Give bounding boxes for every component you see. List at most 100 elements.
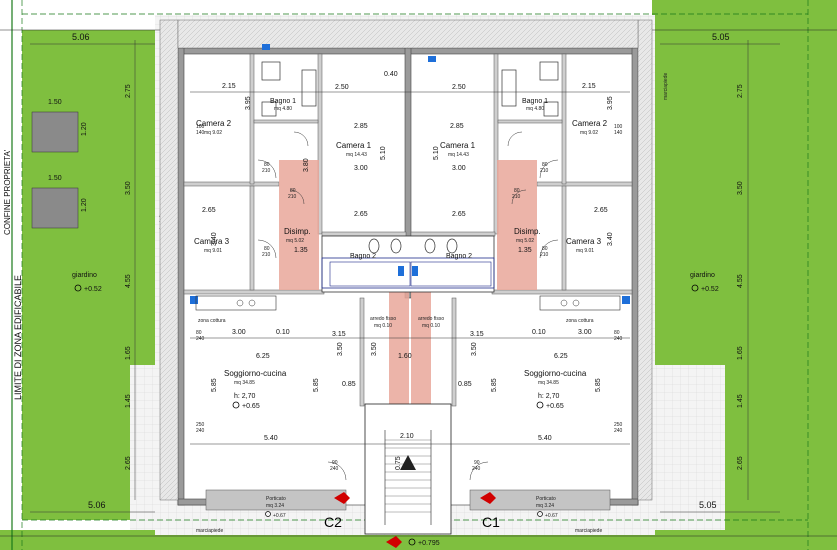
- entrance-marker-c2: [334, 492, 350, 504]
- left-cooking-label: zona cottura: [198, 318, 226, 324]
- svg-text:3.50: 3.50: [471, 342, 478, 356]
- svg-text:6.25: 6.25: [554, 353, 568, 360]
- svg-text:210: 210: [540, 168, 549, 174]
- sidewalk-label-bottom-right: marciapiede: [575, 528, 602, 534]
- right-camera1-name: Camera 1: [440, 141, 476, 150]
- svg-text:5.85: 5.85: [211, 378, 218, 392]
- porch-right: [469, 489, 611, 511]
- stair-width: 2.10: [400, 433, 414, 440]
- svg-text:0.10: 0.10: [276, 329, 290, 336]
- stair-level-icon: [408, 538, 416, 546]
- left-bagno1-area: mq 4.80: [274, 106, 292, 112]
- left-porch-level: +0.67: [273, 513, 286, 519]
- bathroom2-block: [321, 235, 495, 293]
- garden-right-label: giardino: [690, 272, 715, 279]
- svg-text:3.40: 3.40: [607, 232, 614, 246]
- svg-text:240: 240: [330, 466, 339, 472]
- svg-text:240: 240: [196, 336, 205, 342]
- svg-text:2.50: 2.50: [335, 84, 349, 91]
- right-bagno2-name: Bagno 2: [446, 253, 472, 260]
- garden-right-level: +0.52: [701, 286, 719, 293]
- svg-text:240: 240: [614, 428, 623, 434]
- circulation-center-left: [389, 292, 409, 404]
- right-soggiorno-level: +0.65: [546, 403, 564, 410]
- svg-text:80: 80: [290, 188, 296, 194]
- door-window-tags: 100 140 100 140 80 210 80 210 80 210 80 …: [196, 124, 623, 472]
- right-camera3-area: mq 9.01: [576, 248, 594, 254]
- dimension-labels: 2.15 2.50 0.40 2.50 2.15 2.85 2.85 3.95 …: [125, 71, 744, 470]
- svg-text:3.40: 3.40: [211, 232, 218, 246]
- svg-text:2.15: 2.15: [582, 83, 596, 90]
- svg-text:240: 240: [196, 428, 205, 434]
- right-porch-level: +0.67: [545, 513, 558, 519]
- left-bagno1-name: Bagno 1: [270, 98, 296, 105]
- garden-left-level-icon: [74, 284, 82, 292]
- svg-text:2.85: 2.85: [450, 123, 464, 130]
- left-soggiorno-level: +0.65: [242, 403, 260, 410]
- paving-right-terrace: [650, 365, 725, 530]
- svg-text:3.95: 3.95: [607, 96, 614, 110]
- svg-text:250: 250: [196, 422, 205, 428]
- left-camera2-name: Camera 2: [196, 119, 232, 128]
- svg-text:140: 140: [614, 130, 623, 136]
- svg-text:100: 100: [614, 124, 623, 130]
- svg-text:80: 80: [264, 246, 270, 252]
- left-disimpegno-area: mq 5.02: [286, 238, 304, 244]
- svg-text:4.55: 4.55: [737, 274, 744, 288]
- left-soggiorno-area: mq 34.85: [234, 380, 255, 386]
- entrance-marker-c1: [480, 492, 496, 504]
- right-disimpegno-area: mq 5.02: [516, 238, 534, 244]
- svg-text:210: 210: [540, 252, 549, 258]
- svg-text:2.15: 2.15: [222, 83, 236, 90]
- svg-text:80: 80: [542, 246, 548, 252]
- left-camera1-name: Camera 1: [336, 141, 372, 150]
- svg-text:1.45: 1.45: [125, 394, 132, 408]
- pad-dim-3: 1.20: [81, 122, 88, 136]
- svg-text:1.65: 1.65: [737, 346, 744, 360]
- svg-text:2.85: 2.85: [354, 123, 368, 130]
- svg-text:5.85: 5.85: [595, 378, 602, 392]
- svg-text:2.65: 2.65: [354, 211, 368, 218]
- svg-text:80: 80: [542, 162, 548, 168]
- svg-text:250: 250: [614, 422, 623, 428]
- garden-left-level: +0.52: [84, 286, 102, 293]
- left-porch-level-icon: [265, 511, 271, 517]
- svg-text:210: 210: [262, 252, 271, 258]
- left-soggiorno-name: Soggiorno-cucina: [224, 369, 287, 378]
- svg-text:0.85: 0.85: [342, 381, 356, 388]
- svg-text:2.65: 2.65: [125, 456, 132, 470]
- left-camera2-area: mq 9.02: [204, 130, 222, 136]
- buildable-limit-label: LIMITE DI ZONA EDIFICABILE: [13, 275, 23, 400]
- right-disimpegno-name: Disimp.: [514, 227, 541, 236]
- left-porch-area: mq 3.24: [266, 503, 284, 509]
- left-soggiorno-level-icon: [232, 401, 240, 409]
- svg-text:3.15: 3.15: [470, 331, 484, 338]
- svg-text:1.35: 1.35: [518, 247, 532, 254]
- svg-text:3.50: 3.50: [371, 342, 378, 356]
- setback-bottom-right: 5.05: [699, 500, 717, 510]
- svg-text:210: 210: [288, 194, 297, 200]
- sidewalk-label-bottom-left: marciapiede: [196, 528, 223, 534]
- right-soggiorno-height: h: 2,70: [538, 393, 560, 400]
- svg-text:80: 80: [614, 330, 620, 336]
- stair-landing: 0.75: [395, 456, 402, 470]
- svg-text:2.50: 2.50: [452, 84, 466, 91]
- left-porch-name: Porticato: [266, 496, 286, 502]
- svg-text:1.60: 1.60: [398, 353, 412, 360]
- right-bagno1-name: Bagno 1: [522, 98, 548, 105]
- svg-text:2.65: 2.65: [737, 456, 744, 470]
- svg-text:3.50: 3.50: [737, 181, 744, 195]
- svg-text:90: 90: [474, 460, 480, 466]
- sidewalk-label-right: marciapiede: [663, 73, 669, 100]
- svg-text:0.40: 0.40: [384, 71, 398, 78]
- paving-left-terrace: [130, 365, 160, 530]
- svg-text:80: 80: [196, 330, 202, 336]
- svg-text:240: 240: [614, 336, 623, 342]
- hatched-zone-right: [637, 19, 653, 501]
- svg-text:1.65: 1.65: [125, 346, 132, 360]
- right-porch-name: Porticato: [536, 496, 556, 502]
- left-furniture-name: arredo fisso: [370, 316, 396, 322]
- circulation-right-hall: [497, 160, 537, 290]
- left-soggiorno-height: h: 2,70: [234, 393, 256, 400]
